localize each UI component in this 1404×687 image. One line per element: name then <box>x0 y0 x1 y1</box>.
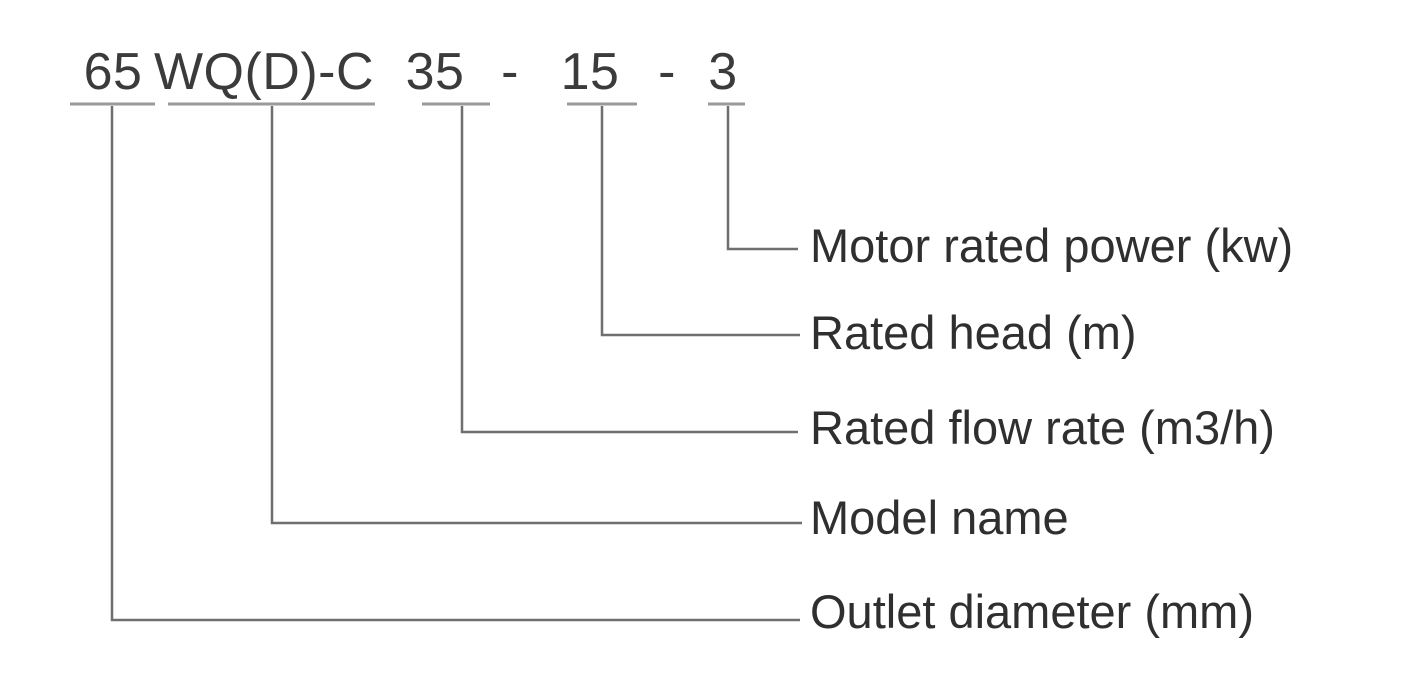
label-rated-head: Rated head (m) <box>810 306 1137 359</box>
code-model-name: WQ(D)-C <box>153 43 375 101</box>
code-motor-power: 3 <box>708 43 738 101</box>
code-separator-1: - <box>501 43 519 101</box>
label-model-name: Model name <box>810 491 1069 544</box>
connector-motor-power <box>726 106 798 251</box>
connector-flow-rate <box>460 106 798 434</box>
connector-outlet-diameter <box>110 106 800 622</box>
code-separator-2: - <box>658 43 676 101</box>
label-motor-rated-power: Motor rated power (kw) <box>810 219 1294 272</box>
label-rated-flow-rate: Rated flow rate (m3/h) <box>810 401 1275 454</box>
code-outlet-diameter: 65 <box>83 43 143 101</box>
label-outlet-diameter: Outlet diameter (mm) <box>810 585 1254 638</box>
connector-model-name <box>270 106 802 525</box>
connector-rated-head <box>600 106 800 337</box>
code-flow-rate: 35 <box>405 43 465 101</box>
code-rated-head: 15 <box>560 43 620 101</box>
